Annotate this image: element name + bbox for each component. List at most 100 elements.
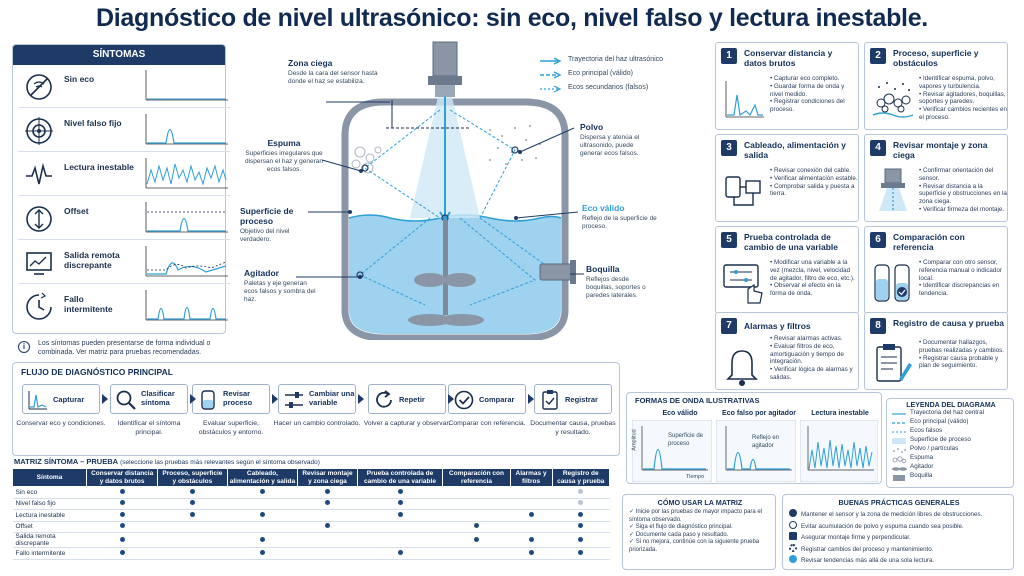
clock-icon <box>26 292 52 320</box>
step-card-5: 5 Prueba controlada de cambio de una var… <box>715 226 859 314</box>
symptom-label: Offset <box>64 206 89 216</box>
legend-symbols <box>892 413 907 481</box>
matrix-dot <box>578 511 584 517</box>
matrix-cell <box>297 486 358 499</box>
matrix-column-header: Prueba controlada de cambio de una varia… <box>356 468 444 487</box>
beam-legend: Trayectoria del haz ultrasónico Eco prin… <box>540 54 710 96</box>
flow-header: FLUJO DE DIAGNÓSTICO PRINCIPAL <box>21 367 173 377</box>
matrix-cell <box>357 486 443 499</box>
how-to-item: ✓ Siga el flujo de diagnóstico principal… <box>629 524 733 531</box>
symptom-row-inestable: Lectura inestable <box>18 154 230 196</box>
matrix-row: Nivel falso fijo <box>12 498 610 510</box>
matrix-row-label: Offset <box>12 521 87 533</box>
flow-arrows <box>102 394 534 404</box>
matrix-cell <box>552 486 610 499</box>
matrix-row-label: Salida remota discrepante <box>12 532 87 548</box>
chart-icon <box>28 391 47 410</box>
how-to-item: ✓ Documente cada paso y resultado. <box>629 531 729 538</box>
matrix-cell <box>227 486 298 499</box>
matrix-cell <box>552 547 610 560</box>
sensor-mount-icon <box>879 168 907 211</box>
legend-item: Superficie de proceso <box>910 436 971 443</box>
refresh-icon <box>376 390 392 408</box>
matrix-cell <box>86 509 158 522</box>
matrix-cell <box>552 532 610 548</box>
step-card-4: 4 Revisar montaje y zona ciega • Confirm… <box>864 134 1008 222</box>
matrix-cell <box>297 509 358 522</box>
clipboard-pencil-icon <box>876 344 912 382</box>
callout-lines <box>296 101 584 279</box>
matrix-dot <box>528 511 534 517</box>
shield-icon <box>789 509 797 517</box>
step-card-1: 1 Conservar distancia y datos brutos • C… <box>715 42 859 130</box>
matrix-dot <box>578 488 584 494</box>
flow-desc: Comparar con referencia. <box>448 420 526 427</box>
flow-step-cambiar: Cambiar una variable <box>278 384 356 414</box>
matrix-cell <box>157 532 228 548</box>
matrix-cell <box>157 509 228 522</box>
matrix-column-header: Registro de causa y prueba <box>551 468 610 487</box>
symptom-label: Fallo intermitente <box>64 294 113 314</box>
matrix-dot <box>324 500 330 506</box>
how-to-panel: CÓMO USAR LA MATRIZ ✓ Inicie por las pru… <box>622 494 776 570</box>
matrix-row-label: Nivel falso fijo <box>12 498 87 510</box>
matrix-dot <box>119 500 125 506</box>
matrix-column-header: Revisar montaje y zona ciega <box>297 468 358 487</box>
check-icon: ✓ <box>629 531 636 538</box>
matrix-dot <box>119 511 125 517</box>
monitor-trend-icon <box>26 252 52 275</box>
flow-desc: Conservar eco y condiciones. <box>16 420 106 427</box>
waveform-note: Superficie de proceso <box>668 433 704 447</box>
matrix-column-header: Síntoma <box>12 468 87 487</box>
matrix-cell <box>357 547 443 560</box>
matrix-column-header: Conservar distancia y datos brutos <box>85 468 159 487</box>
matrix-cell <box>227 532 298 548</box>
legend-item: Eco principal (válido) <box>910 418 969 425</box>
matrix-cell <box>157 498 228 510</box>
matrix-cell <box>86 498 158 510</box>
label-eco-valido: Eco válido Reflejo de la superficie de p… <box>582 203 657 230</box>
waveform-chart-icon <box>725 81 764 118</box>
matrix-column-header: Cableado, alimentación y salida <box>226 468 299 487</box>
matrix-row: Sin eco <box>12 486 610 499</box>
symptom-chart-discrepant <box>145 246 228 277</box>
waveform-valid-echo <box>632 420 712 482</box>
flow-step-registrar: Registrar <box>534 384 612 414</box>
symptom-row-offset: Offset <box>18 198 230 240</box>
symptom-label: Nivel falso fijo <box>64 118 122 128</box>
legend-item: Ecos falsos <box>910 427 943 434</box>
label-superficie: Superficie de proceso Objetivo del nivel… <box>240 206 294 243</box>
matrix-dot <box>189 488 195 494</box>
waveform-axis-y: Amplitud <box>631 429 638 451</box>
legend-item: Agitador <box>910 463 934 470</box>
symptom-label: Lectura inestable <box>64 162 134 172</box>
matrix-dot <box>189 511 195 517</box>
matrix-dot <box>397 500 403 506</box>
dashed-arrow-icon <box>540 71 562 79</box>
matrix-cell <box>510 498 552 510</box>
no-dust-icon <box>789 520 797 529</box>
check-icon: ✓ <box>629 509 636 515</box>
info-icon: i <box>18 341 30 353</box>
matrix-dot <box>259 488 265 494</box>
matrix-cell <box>552 509 610 522</box>
flow-step-capturar: Capturar <box>22 384 100 414</box>
flow-desc: Volver a capturar y observar. <box>363 420 451 427</box>
matrix-dot <box>119 536 125 542</box>
label-espuma: Espuma Superficies irregulares que dispe… <box>244 138 324 173</box>
how-to-header: CÓMO USAR LA MATRIZ <box>657 498 743 507</box>
symptoms-panel: SÍNTOMAS <box>12 44 226 334</box>
matrix-cell <box>227 509 298 522</box>
matrix-cell <box>510 509 552 522</box>
symptom-row-sin-eco: Sin eco <box>18 66 230 108</box>
flow-desc: Documentar causa, pruebas y resultado. <box>530 420 616 436</box>
legend-item-valid-echo: Eco principal (válido) <box>540 68 710 82</box>
matrix-row: Offset <box>12 521 610 533</box>
matrix-dot <box>578 500 584 506</box>
matrix-dot <box>528 536 534 542</box>
flow-step-repetir: Repetir <box>368 384 446 414</box>
matrix-cell <box>86 521 158 533</box>
matrix-row: Fallo intermitente <box>12 547 610 560</box>
tank-icon <box>201 390 215 410</box>
how-to-item: ✓ Inicie por las pruebas de mayor impact… <box>629 509 763 523</box>
